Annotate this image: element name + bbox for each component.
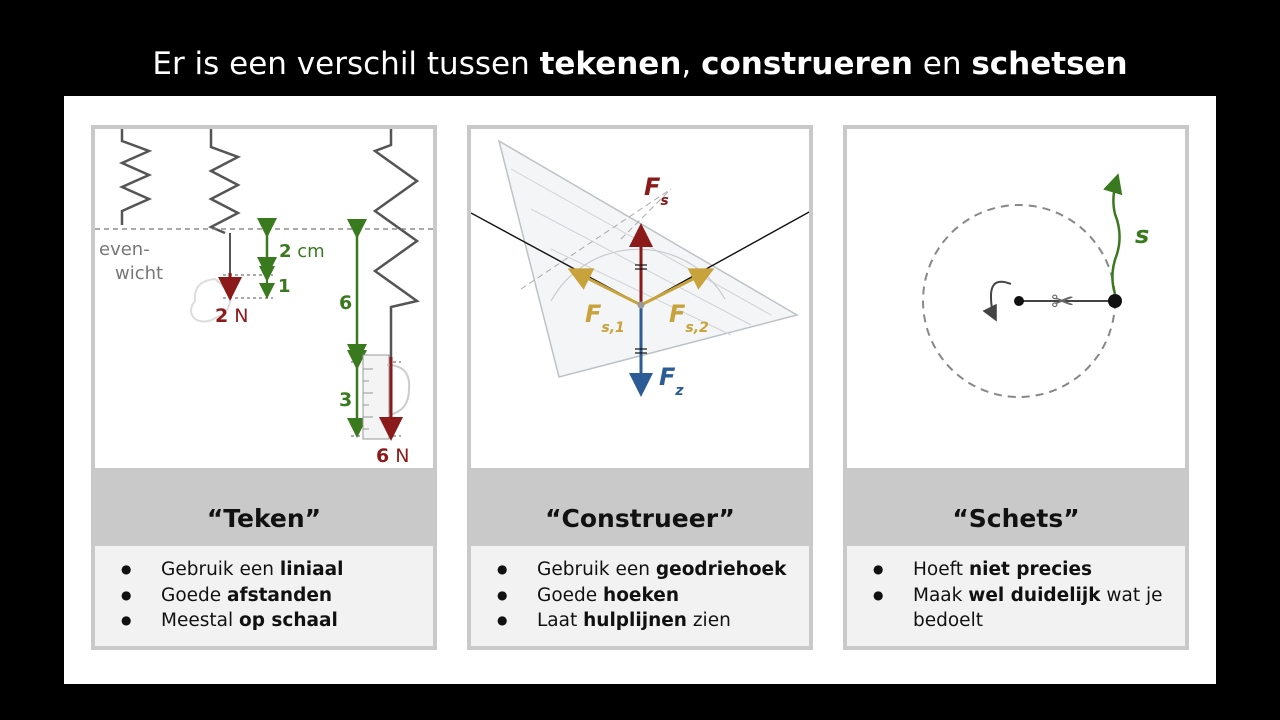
list-item: Maak wel duidelijk wat je bedoelt — [847, 583, 1185, 634]
forces-construction-diagram: Fs Fs,1 Fs,2 Fz — [471, 139, 809, 399]
spring-left — [118, 129, 153, 225]
scissors-icon: ✂ — [1051, 285, 1074, 318]
list-item: Meestal op schaal — [95, 608, 433, 634]
distance-2cm: 2 cm — [279, 241, 325, 262]
equilibrium-label-1: even- — [99, 239, 150, 260]
circular-motion-sketch: ✂ s — [922, 173, 1149, 398]
figure-teken: even- wicht 2 cm 1 2 N 6 3 — [95, 129, 433, 468]
caption-schets: “Schets” — [952, 503, 1080, 533]
figure-schets: ✂ s — [847, 129, 1185, 468]
label-Fs1: Fs,1 — [585, 300, 625, 336]
distance-1: 1 — [278, 276, 291, 297]
bullets-teken: Gebruik een liniaal Goede afstanden Mees… — [95, 546, 433, 646]
hand-icon — [190, 277, 233, 323]
bullets-schets: Hoeft niet precies Maak wel duidelijk wa… — [847, 546, 1185, 646]
panel-construeer: Fs Fs,1 Fs,2 Fz “Construeer” Gebruik een… — [467, 125, 813, 650]
label-Fz: Fz — [659, 363, 684, 399]
ruler-icon — [362, 354, 390, 440]
panel-schets: ✂ s “Schets” Hoeft niet precies Maak wel… — [843, 125, 1189, 650]
spring-middle — [208, 129, 242, 235]
page-title: Er is een verschil tussen tekenen, const… — [152, 46, 1128, 82]
caption-construeer: “Construeer” — [545, 503, 735, 533]
distance-6: 6 — [339, 292, 352, 314]
list-item: Gebruik een geodriehoek — [471, 557, 809, 583]
label-Fs: Fs — [644, 173, 669, 209]
distance-3: 3 — [339, 389, 352, 411]
force-6N: 6 N — [376, 445, 410, 467]
label-s: s — [1135, 221, 1149, 249]
rotation-arrow — [982, 280, 1012, 322]
list-item: Laat hulplijnen zien — [471, 608, 809, 634]
hand-icon-right — [386, 364, 411, 416]
caption-teken: “Teken” — [206, 503, 322, 533]
equilibrium-label-2: wicht — [115, 263, 163, 284]
springs-diagram: even- wicht 2 cm 1 2 N 6 3 — [95, 129, 433, 467]
list-item: Hoeft niet precies — [847, 557, 1185, 583]
panel-teken: even- wicht 2 cm 1 2 N 6 3 — [91, 125, 437, 650]
path-s-arrow — [1103, 173, 1123, 295]
bullets-construeer: Gebruik een geodriehoek Goede hoeken Laa… — [471, 546, 809, 646]
figure-construeer: Fs Fs,1 Fs,2 Fz — [471, 129, 809, 468]
list-item: Gebruik een liniaal — [95, 557, 433, 583]
list-item: Goede hoeken — [471, 583, 809, 609]
label-Fs2: Fs,2 — [669, 300, 709, 336]
spring-right — [372, 129, 420, 357]
force-2N: 2 N — [215, 305, 249, 327]
list-item: Goede afstanden — [95, 583, 433, 609]
